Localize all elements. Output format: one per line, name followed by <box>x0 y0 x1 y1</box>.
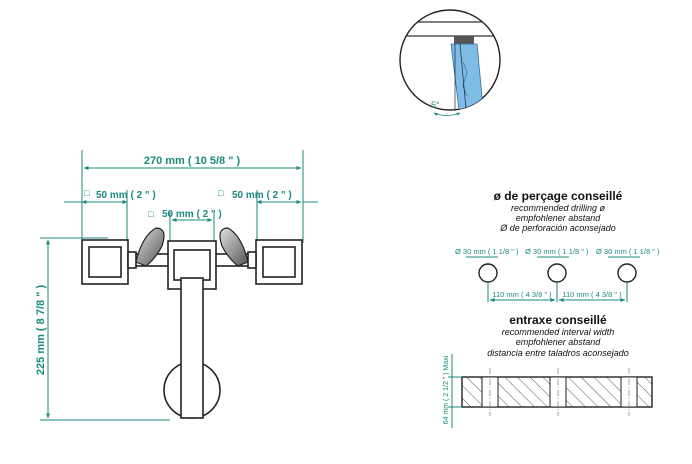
spacing-label: 110 mm ( 4 3/8 " ) <box>492 290 552 299</box>
overall-width-label: 270 mm ( 10 5/8 " ) <box>144 155 241 167</box>
drilling-line-de: empfohlener abstand <box>516 213 602 223</box>
interval-line-es: distancia entre taladros aconsejado <box>487 348 629 358</box>
interval-line-en: recommended interval width <box>502 327 615 337</box>
interval-title: entraxe conseillé <box>509 313 607 327</box>
square-symbol-left: □ <box>84 188 90 198</box>
left-offset-label: 50 mm ( 2 " ) <box>96 190 156 201</box>
right-offset-label: 50 mm ( 2 " ) <box>232 190 292 201</box>
interval-line-de: empfohlener abstand <box>516 337 602 347</box>
mixer-front-view: 270 mm ( 10 5/8 " ) □ 50 mm ( 2 " ) □ 50… <box>35 150 318 421</box>
hole-label: Ø 30 mm ( 1 1/8 " ) <box>455 247 519 256</box>
drill-hole <box>478 263 498 283</box>
square-symbol-right: □ <box>218 188 224 198</box>
spout-angle-detail: 5° <box>399 9 501 116</box>
drilling-title: ø de perçage conseillé <box>494 189 623 203</box>
drilling-section: ø de perçage conseillé recommended drill… <box>455 189 660 302</box>
drill-hole <box>617 263 637 283</box>
interval-height-label: 64 mm ( 2 1/2 " ) Maxi <box>443 355 450 424</box>
hole-label: Ø 30 mm ( 1 1/8 " ) <box>596 247 660 256</box>
spacing-label: 110 mm ( 4 3/8 " ) <box>562 290 622 299</box>
angle-label: 5° <box>431 100 440 110</box>
interval-section: entraxe conseillé recommended interval w… <box>443 313 653 428</box>
drilling-line-es: Ø de perforación aconsejado <box>499 223 616 233</box>
height-label: 225 mm ( 8 7/8 " ) <box>35 285 47 376</box>
square-symbol-center: □ <box>148 209 154 219</box>
drill-hole <box>547 263 567 283</box>
center-offset-label: 50 mm ( 2 " ) <box>162 209 222 220</box>
drilling-line-en: recommended drilling ø <box>511 203 606 213</box>
hole-label: Ø 30 mm ( 1 1/8 " ) <box>525 247 589 256</box>
